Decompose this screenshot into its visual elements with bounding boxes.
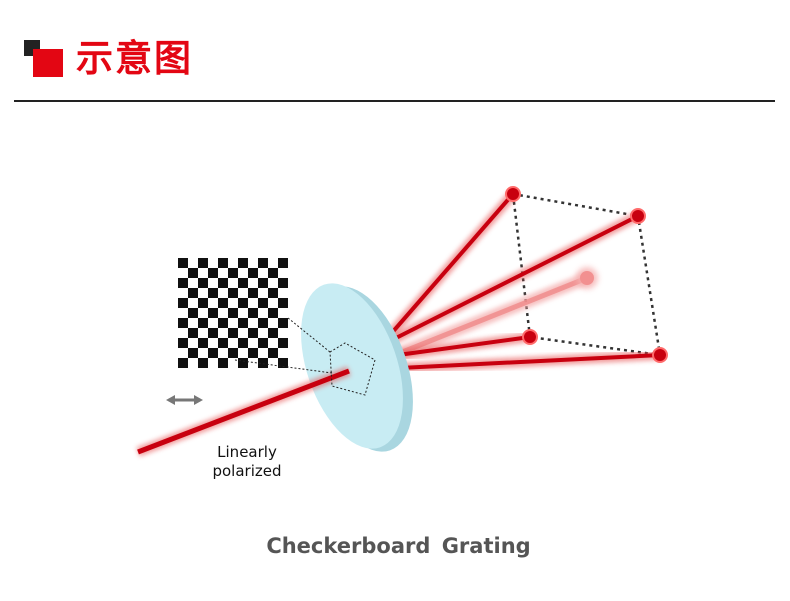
diffraction-spot-bottom-right bbox=[652, 347, 668, 363]
double-arrow-icon bbox=[166, 395, 203, 405]
diagram-caption: Checkerboard Grating bbox=[266, 534, 531, 558]
title-divider bbox=[14, 100, 775, 102]
zoom-line-top bbox=[287, 317, 331, 353]
checkerboard-inset bbox=[178, 258, 288, 368]
polarization-label-line2: polarized bbox=[212, 462, 281, 480]
zoom-line-bottom bbox=[234, 359, 333, 374]
diffracted-beam-top-right bbox=[389, 211, 641, 345]
magnified-region bbox=[329, 342, 376, 396]
page-title: 示意图 bbox=[76, 37, 193, 80]
logo-square-red bbox=[33, 49, 63, 77]
diffracted-beam-top-left bbox=[386, 190, 517, 339]
diffraction-spot-top-left bbox=[505, 186, 521, 202]
diffraction-spot-bottom-left bbox=[522, 329, 538, 345]
zero-order-beam bbox=[392, 267, 598, 361]
incident-beam bbox=[136, 366, 351, 457]
diffracted-beam-bottom-right bbox=[399, 350, 661, 373]
grating-disk bbox=[301, 283, 413, 452]
diffraction-spot-top-right bbox=[630, 208, 646, 224]
diffracted-beam-bottom-left bbox=[397, 332, 531, 360]
polarization-label-line1: Linearly bbox=[217, 443, 277, 461]
